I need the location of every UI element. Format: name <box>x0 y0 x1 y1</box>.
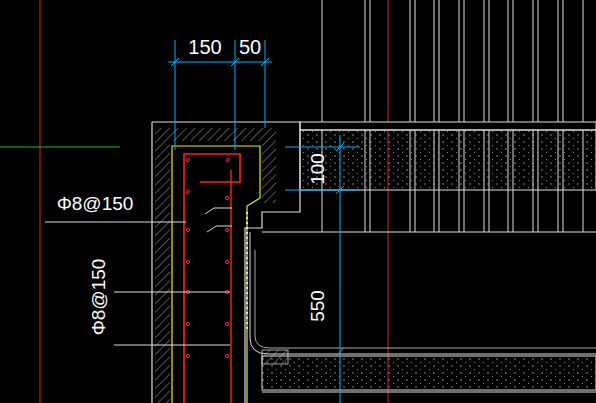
rebar-label: Φ8@150 <box>57 194 134 213</box>
dimension-text: 100 <box>308 153 327 185</box>
dimension-text: 150 <box>188 37 221 57</box>
dimension-text: 50 <box>239 37 261 57</box>
dimension-text: 550 <box>308 290 327 322</box>
rebar-label: Φ8@150 <box>89 259 108 336</box>
